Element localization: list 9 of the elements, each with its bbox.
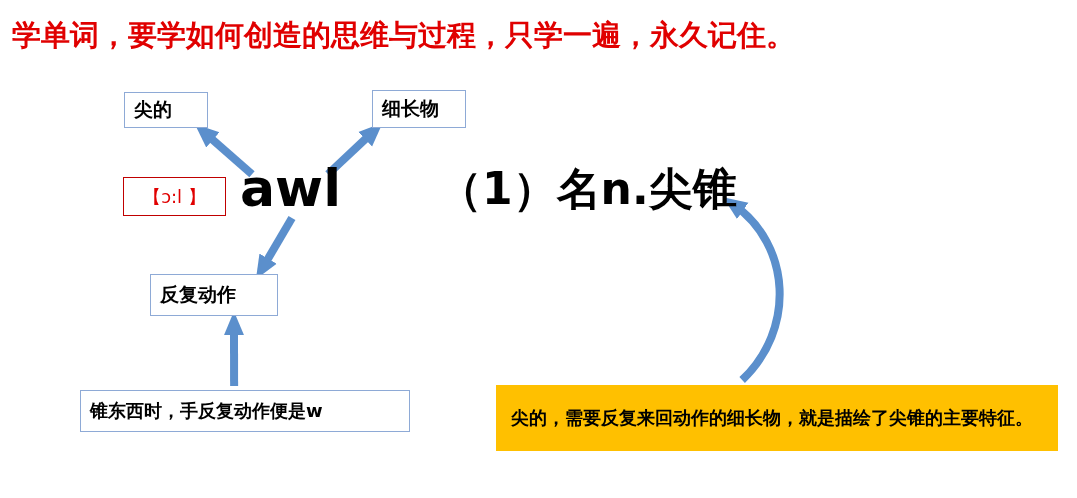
headword: awl [240,158,352,218]
phonetic-box: 【ɔ:l 】 [123,177,226,216]
definition-text: （1）名n.尖锥 [438,160,738,219]
explanation-box: 锥东西时，手反复动作便是w [80,390,410,432]
word-box: 尖的 [124,92,208,128]
word-box: 反复动作 [150,274,278,316]
summary-box: 尖的，需要反复来回动作的细长物，就是描绘了尖锥的主要特征。 [496,385,1058,451]
heading: 学单词，要学如何创造的思维与过程，只学一遍，永久记住。 [12,17,795,54]
word-box: 细长物 [372,90,466,128]
